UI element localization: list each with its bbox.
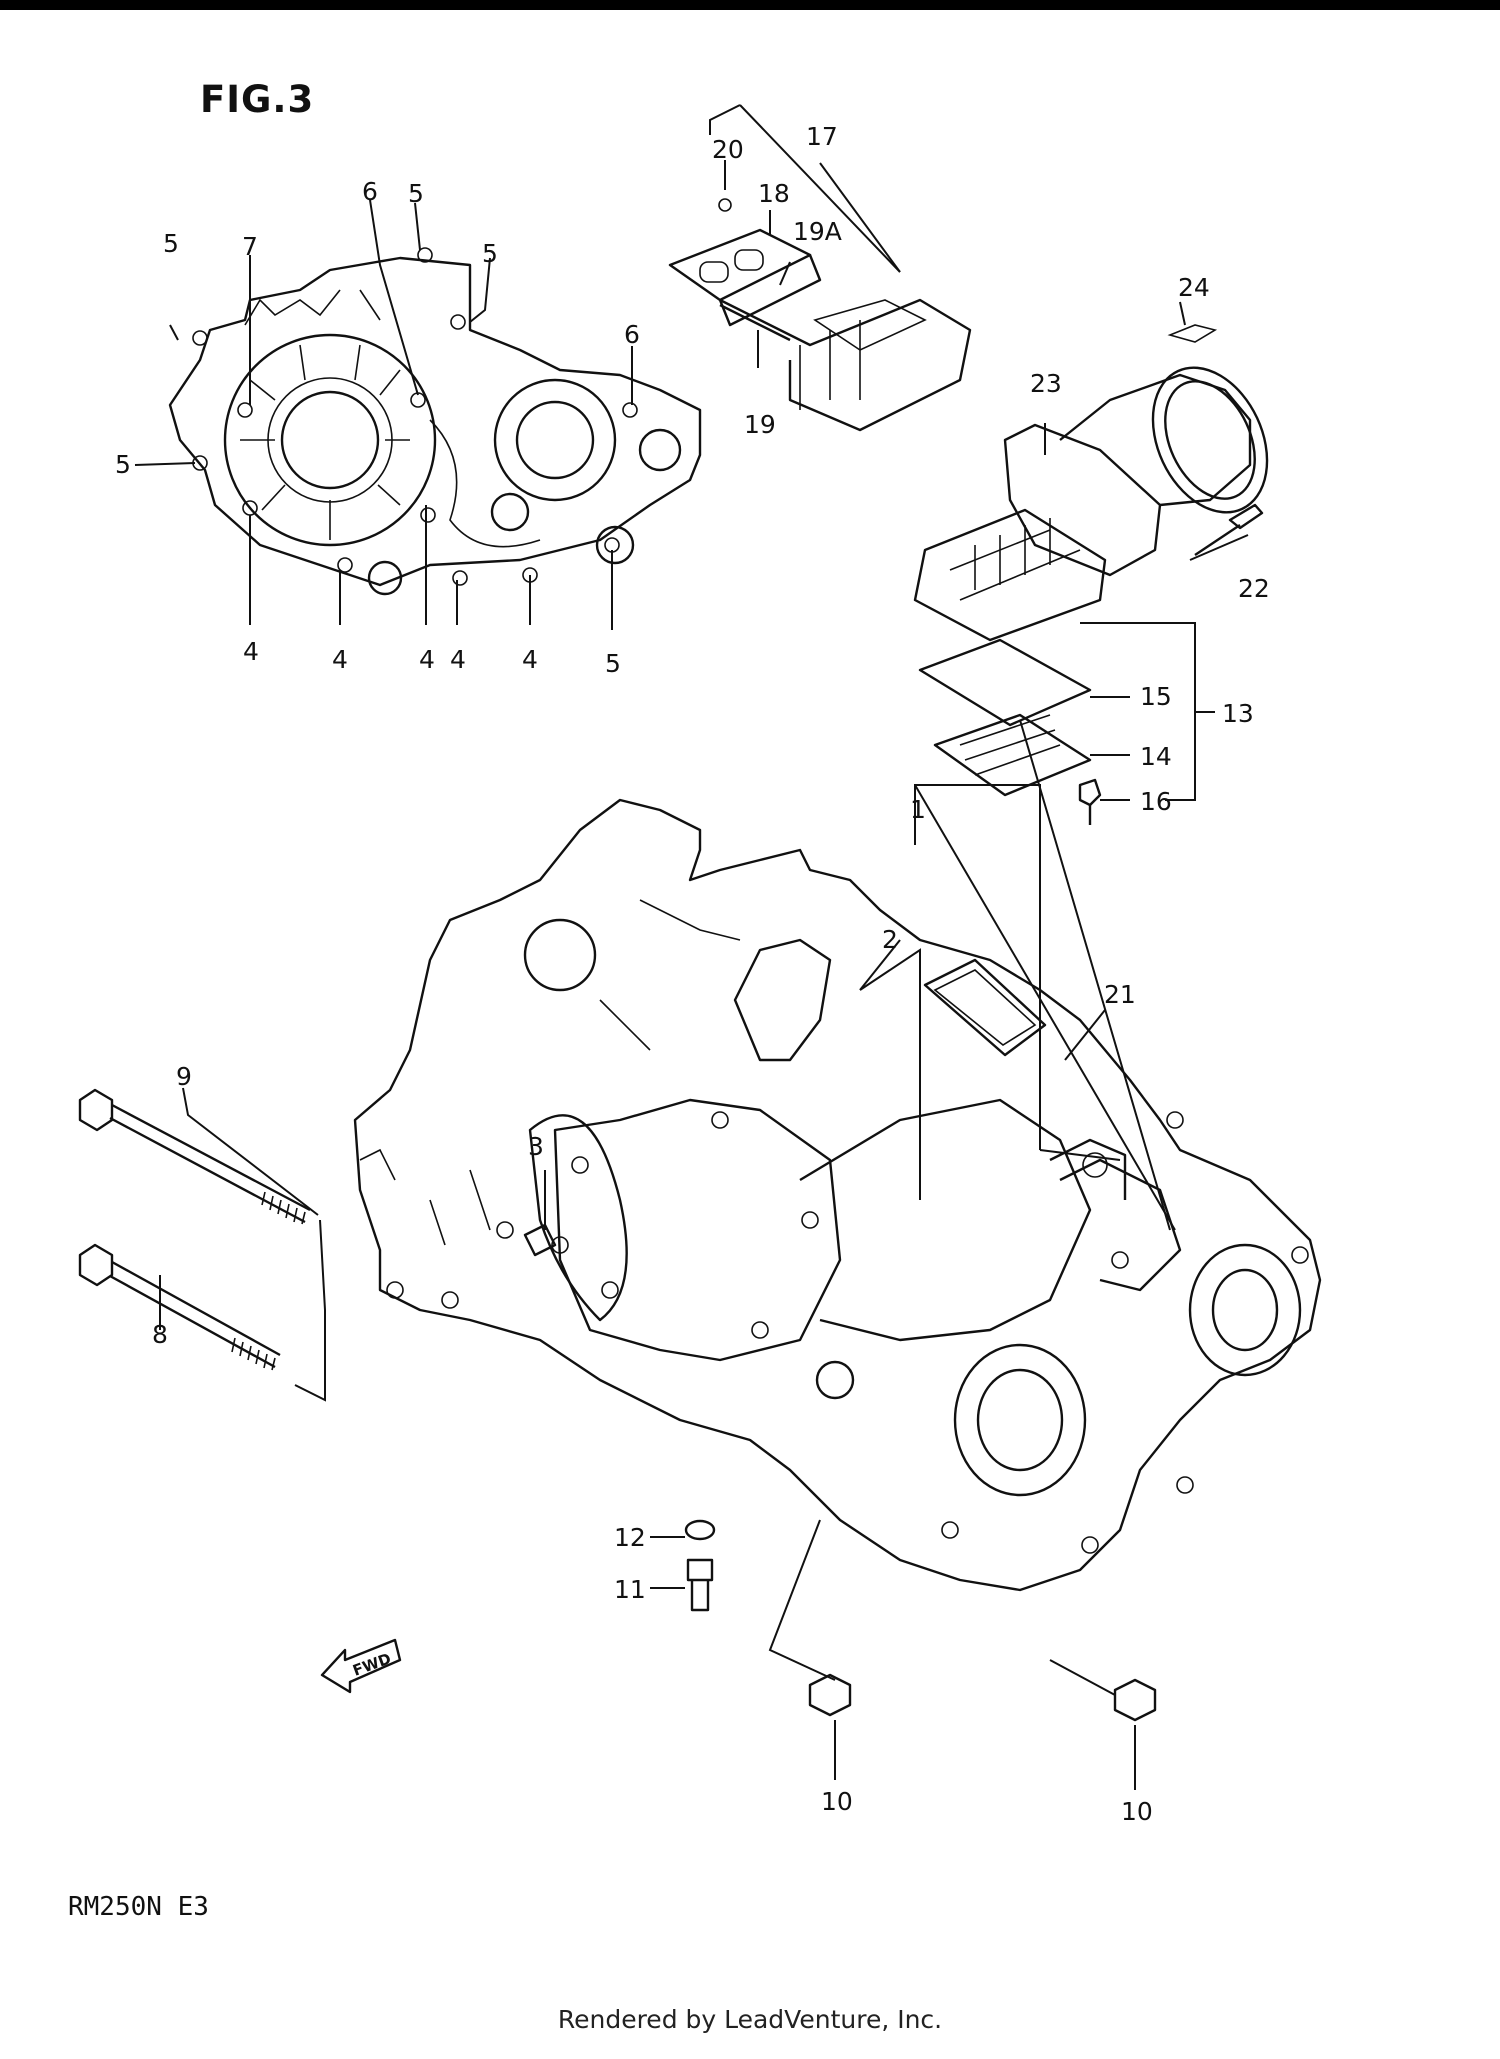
washer-12: [684, 1519, 716, 1541]
callout-12: 12: [614, 1523, 646, 1552]
callout-17: 17: [806, 122, 838, 151]
callout-18: 18: [758, 179, 790, 208]
callout-16: 16: [1140, 787, 1172, 816]
callout-2: 2: [882, 925, 898, 954]
callout-3: 3: [528, 1132, 544, 1161]
callout-19: 19: [744, 410, 776, 439]
bolt-9: [78, 1088, 311, 1225]
callout-13: 13: [1222, 699, 1254, 728]
reed-plates: [918, 638, 1102, 825]
callout-22: 22: [1238, 574, 1270, 603]
callout-21: 21: [1104, 980, 1136, 1009]
callout-23: 23: [1030, 369, 1062, 398]
callout-11: 11: [614, 1575, 646, 1604]
callout-4e: 4: [522, 645, 538, 674]
callout-5d: 5: [115, 450, 131, 479]
forward-arrow-icon: FWD: [320, 1638, 402, 1694]
callout-15: 15: [1140, 682, 1172, 711]
callout-10a: 10: [821, 1787, 853, 1816]
callout-10b: 10: [1121, 1797, 1153, 1826]
intake-pipe-assembly: [913, 324, 1269, 642]
callout-6b: 6: [624, 320, 640, 349]
callout-4b: 4: [332, 645, 348, 674]
callout-5c: 5: [482, 239, 498, 268]
callout-4a: 4: [243, 637, 259, 666]
reed-valve-upper: [668, 198, 972, 432]
crankcase-main: [353, 798, 1322, 1592]
model-code: RM250N E3: [68, 1892, 209, 1922]
gasket-21: [923, 958, 1047, 1057]
callout-1: 1: [910, 795, 926, 824]
callout-24: 24: [1178, 273, 1210, 302]
crankcase-inner-view: [168, 247, 702, 596]
callout-4d: 4: [450, 645, 466, 674]
nut-10-left: [808, 1673, 852, 1717]
callout-7: 7: [242, 232, 258, 261]
callout-8: 8: [152, 1320, 168, 1349]
bolt-8: [78, 1243, 281, 1371]
leader-lines: [134, 104, 1249, 1790]
callout-4c: 4: [419, 645, 435, 674]
callout-14: 14: [1140, 742, 1172, 771]
callout-9: 9: [176, 1062, 192, 1091]
dowel-pin-3: [523, 1223, 557, 1257]
callout-20: 20: [712, 135, 744, 164]
callout-5e: 5: [605, 649, 621, 678]
figure-title: FIG.3: [200, 78, 315, 121]
callout-5a: 5: [163, 229, 179, 258]
nut-10-right: [1113, 1678, 1157, 1722]
callout-19a: 19A: [793, 217, 842, 246]
callout-5b: 5: [408, 179, 424, 208]
top-border: [0, 0, 1500, 10]
callout-6a: 6: [362, 177, 378, 206]
callout-labels: 1 2 3 4 4 4 4 4 5 5 5 5 5 6 6 7 8 9 10 1…: [115, 122, 1270, 1826]
footer-credit: Rendered by LeadVenture, Inc.: [557, 2005, 943, 2034]
bolt-11: [686, 1558, 714, 1612]
